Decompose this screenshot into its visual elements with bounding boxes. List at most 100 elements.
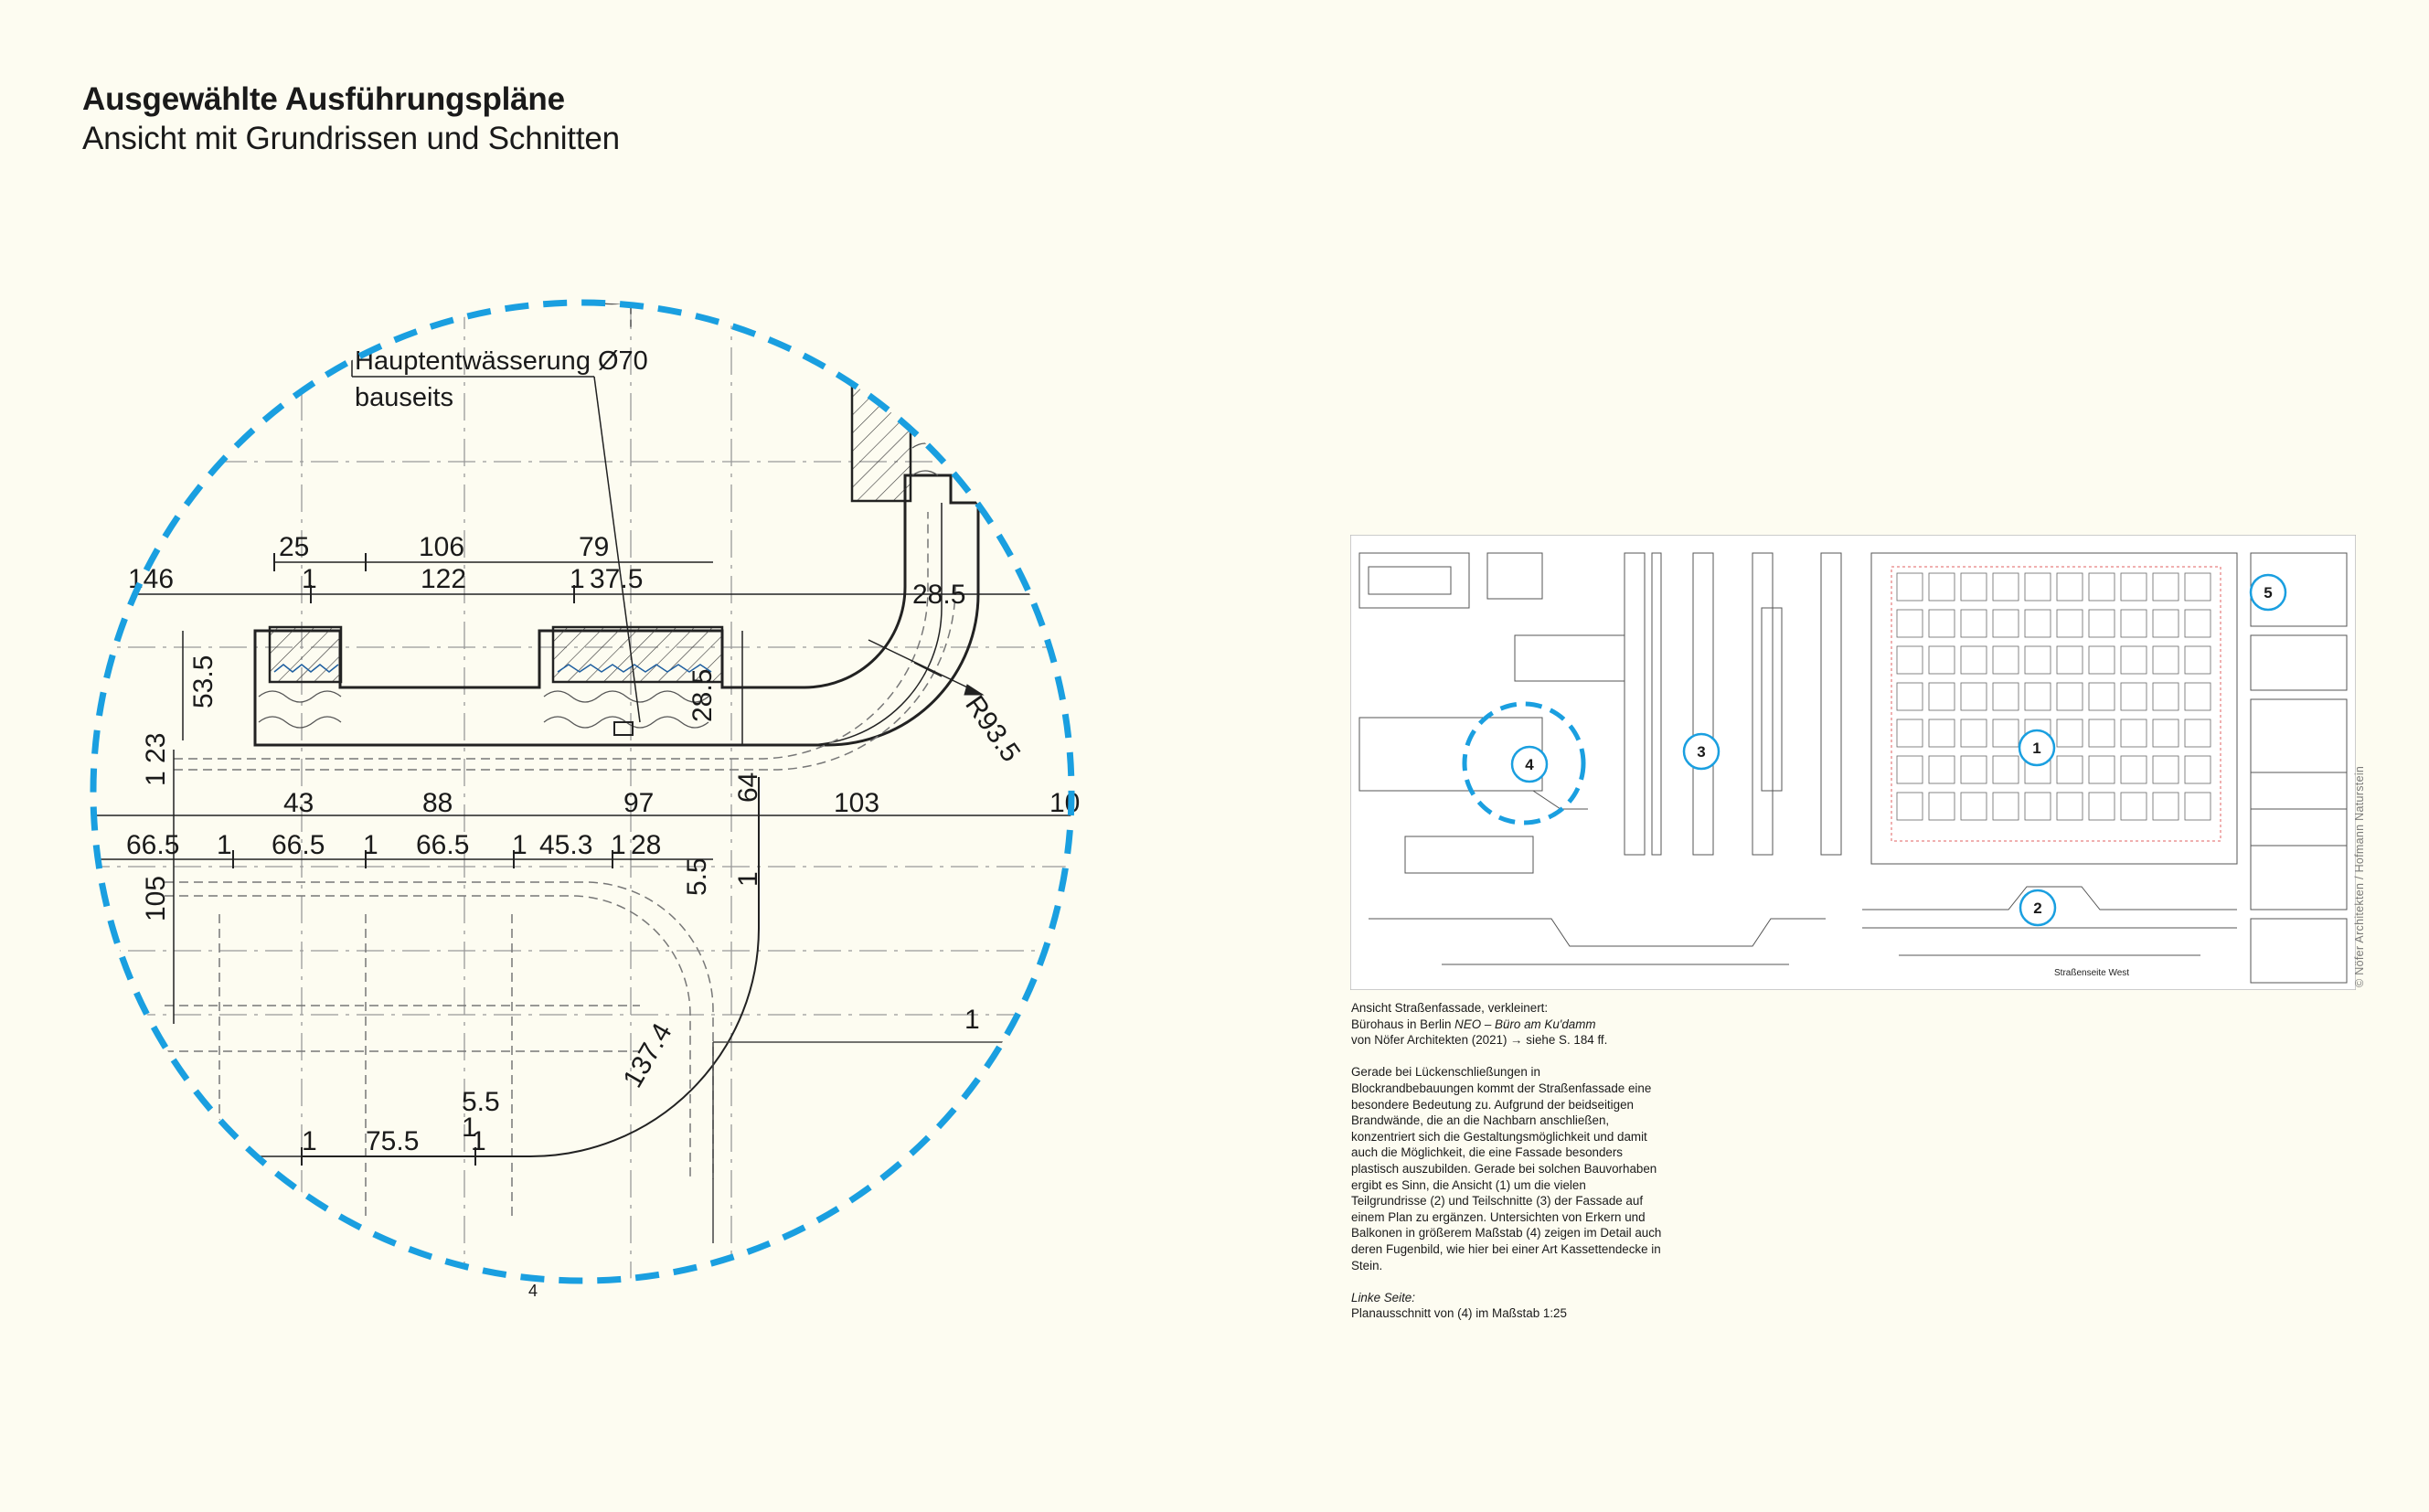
facade-window <box>2152 792 2179 821</box>
dim-label: 28.5 <box>912 580 965 610</box>
dim-label: 1 <box>733 871 763 887</box>
facade-window <box>1960 645 1987 675</box>
image-credit: © Nöfer Architekten / Hofmann Naturstein <box>2353 765 2366 987</box>
annotation-drain: Hauptentwässerung Ø70 <box>355 346 648 376</box>
marker-3: 3 <box>1682 732 1721 771</box>
facade-window <box>2088 682 2115 711</box>
dim-label: R93.5 <box>959 690 1026 768</box>
dim-label: 105 <box>141 876 171 921</box>
dim-label: 43 <box>283 788 314 818</box>
facade-window <box>2120 755 2147 784</box>
facade-window <box>2088 792 2115 821</box>
dim-label: 1 <box>302 564 317 594</box>
facade-window <box>1928 755 1955 784</box>
facade-window <box>1928 572 1955 602</box>
dim-label: 28 <box>631 830 661 860</box>
facade-window <box>1896 682 1923 711</box>
facade-window <box>2184 755 2211 784</box>
facade-window <box>2120 792 2147 821</box>
facade-window <box>1960 792 1987 821</box>
facade-window <box>2056 755 2083 784</box>
facade-window <box>2152 609 2179 638</box>
facade-window <box>1992 609 2019 638</box>
dim-label: 1 <box>570 564 585 594</box>
marker-1: 1 <box>2018 729 2056 767</box>
facade-window <box>2120 609 2147 638</box>
dim-label: 66.5 <box>126 830 179 860</box>
dim-label: 1 <box>471 1126 486 1156</box>
facade-window <box>1960 719 1987 748</box>
svg-text:5: 5 <box>2264 584 2272 602</box>
dim-label: 137.4 <box>617 1018 677 1093</box>
facade-window <box>1992 755 2019 784</box>
facade-window <box>1928 719 1955 748</box>
facade-window <box>1992 645 2019 675</box>
dim-label: 1 <box>964 1005 980 1035</box>
facade-window <box>2056 572 2083 602</box>
dim-label: 5.5 <box>462 1087 500 1117</box>
facade-window <box>2184 609 2211 638</box>
svg-text:2: 2 <box>2033 900 2041 917</box>
dim-label: 1 <box>462 1113 477 1143</box>
dim-label: 103 <box>834 788 879 818</box>
dim-label: 66.5 <box>272 830 325 860</box>
dim-label: 25 <box>279 532 309 562</box>
caption-left-page-text: Planausschnitt von (4) im Maßstab 1:25 <box>1351 1306 1567 1321</box>
dim-label: 1 <box>302 1126 317 1156</box>
annotation-drain-sub: bauseits <box>355 383 453 412</box>
facade-window <box>2056 609 2083 638</box>
facade-window <box>2152 645 2179 675</box>
facade-window <box>1896 609 1923 638</box>
caption-left-page: Linke Seite: Planausschnitt von (4) im M… <box>1351 1290 1662 1322</box>
dim-label: 122 <box>421 564 466 594</box>
facade-window <box>2056 792 2083 821</box>
plan-bottom-label: Straßenseite West <box>2054 968 2129 978</box>
facade-window <box>2184 719 2211 748</box>
dim-label: 106 <box>419 532 464 562</box>
facade-window <box>2056 645 2083 675</box>
facade-window <box>1896 755 1923 784</box>
dim-label: 1 23 <box>141 733 171 786</box>
svg-text:4: 4 <box>1525 756 1534 773</box>
detail-drawing: Hauptentwässerung Ø70 bauseits 25 106 79… <box>90 299 1080 1298</box>
facade-window <box>1992 792 2019 821</box>
svg-text:3: 3 <box>1697 743 1705 761</box>
facade-window <box>2088 572 2115 602</box>
caption-line: Bürohaus in Berlin <box>1351 1017 1452 1031</box>
facade-window <box>2184 792 2211 821</box>
dim-label: 4 <box>528 1282 538 1298</box>
facade-window <box>1992 682 2019 711</box>
facade-window <box>1960 755 1987 784</box>
facade-window <box>1960 682 1987 711</box>
facade-window <box>2120 572 2147 602</box>
plan-linework <box>1358 552 1842 965</box>
dim-label: 66.5 <box>416 830 469 860</box>
facade-window <box>2088 755 2115 784</box>
facade-window <box>1960 572 1987 602</box>
dim-label: 64 <box>733 772 763 803</box>
dim-label: 1 <box>217 830 232 860</box>
dimension-labels: Hauptentwässerung Ø70 bauseits 25 106 79… <box>126 346 1080 1298</box>
caption: Ansicht Straßenfassade, verkleinert: Bür… <box>1351 1000 1662 1337</box>
svg-text:1: 1 <box>2032 740 2040 757</box>
facade-window <box>1928 645 1955 675</box>
detail-circle-frame <box>90 299 1075 1284</box>
marker-4: 4 <box>1510 745 1549 783</box>
marker-4-frame <box>1462 701 1586 825</box>
facade-window <box>2056 719 2083 748</box>
facade-window <box>1896 572 1923 602</box>
facade-window <box>1896 719 1923 748</box>
caption-intro: Ansicht Straßenfassade, verkleinert: Bür… <box>1351 1000 1662 1049</box>
facade-window <box>1928 682 1955 711</box>
facade-window <box>1928 609 1955 638</box>
facade-elevation <box>1870 552 2238 865</box>
facade-window <box>2152 682 2179 711</box>
facade-window <box>1928 792 1955 821</box>
dim-label: 1 <box>363 830 378 860</box>
caption-left-page-label: Linke Seite: <box>1351 1290 1415 1304</box>
facade-window <box>2024 682 2051 711</box>
caption-project-name: NEO – Büro am Ku'damm <box>1454 1017 1596 1031</box>
facade-window <box>2120 682 2147 711</box>
facade-window <box>2088 719 2115 748</box>
dim-label: 88 <box>422 788 453 818</box>
